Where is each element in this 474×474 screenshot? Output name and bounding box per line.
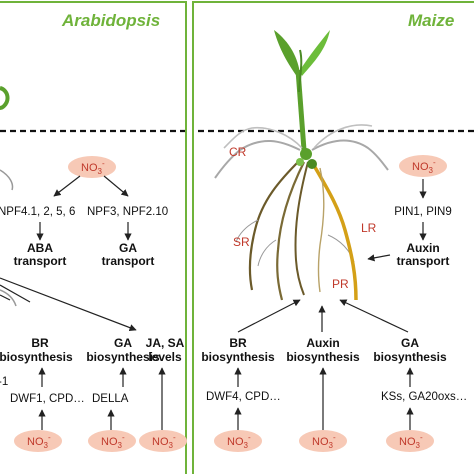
svg-text:NO3-: NO3- [399,433,423,450]
ga-label-arabidopsis: GA [114,336,132,350]
svg-text:NO3-: NO3- [27,433,51,450]
svg-text:NO3-: NO3- [101,433,125,450]
svg-text:NO3-: NO3- [81,159,105,176]
ga-biosynthesis-arabidopsis: biosynthesis [86,350,160,364]
maize-ks-genes: KSs, GA20oxs… [381,391,467,403]
nitrate-badge-arabidopsis-2: NO3- [88,430,136,452]
maize-crown-root-label: CR [229,145,247,159]
svg-text:NO3-: NO3- [227,433,251,450]
maize-auxin-bio-label: Auxin [306,336,339,350]
nitrate-badge-arabidopsis-3: NO3- [139,430,187,452]
nitrate-badge-maize-2: NO3- [299,430,347,452]
nitrate-badge-maize-top: NO3- [399,155,447,177]
della-gene: DELLA [92,393,129,405]
maize-seminal-root-label: SR [233,235,250,249]
maize-title: Maize [408,11,454,30]
ja-sa-label: JA, SA [146,336,185,350]
br-biosynthesis-arabidopsis: biosynthesis [0,350,73,364]
nitrate-badge-arabidopsis-top: NO3- [68,156,116,178]
aba-transport-label: transport [14,254,67,268]
maize-primary-root-label: PR [332,277,349,291]
dwf1-genes: DWF1, CPD… [10,393,85,405]
arabidopsis-npf4-genes: NPF4.1, 2, 5, 6 [0,206,75,218]
edge-fragment-text: -1 [0,376,8,388]
maize-dwf4-genes: DWF4, CPD… [206,391,281,403]
arabidopsis-root-fragment [0,169,14,191]
nitrate-badge-maize-1: NO3- [214,430,262,452]
svg-text:NO3-: NO3- [152,433,176,450]
arabidopsis-leaf-fragment [0,86,10,110]
nitrate-badge-arabidopsis-1: NO3- [14,430,62,452]
maize-lateral-root-label: LR [361,221,377,235]
maize-br-biosynthesis-label: biosynthesis [201,350,275,364]
aba-label: ABA [27,241,53,255]
maize-br-label: BR [229,336,247,350]
maize-auxin-biosynthesis-label: biosynthesis [286,350,360,364]
maize-root-system [214,124,389,301]
maize-panel [192,1,474,474]
arabidopsis-root-fragment-2 [0,289,17,307]
ga-label: GA [119,241,137,255]
maize-pin-genes: PIN1, PIN9 [394,206,452,218]
br-label-arabidopsis: BR [31,336,49,350]
ga-transport-label: transport [102,254,155,268]
maize-auxin-transport-label: transport [397,254,450,268]
svg-text:NO3-: NO3- [412,158,436,175]
nitrate-badge-maize-3: NO3- [386,430,434,452]
svg-text:NO3-: NO3- [312,433,336,450]
arabidopsis-title: Arabidopsis [61,11,160,30]
maize-auxin-label: Auxin [406,241,439,255]
maize-ga-label: GA [401,336,419,350]
arabidopsis-panel [0,1,187,474]
maize-ga-biosynthesis-label: biosynthesis [373,350,447,364]
maize-seedling-icon [274,30,330,151]
ja-sa-levels-label: levels [148,350,182,364]
arabidopsis-npf3-genes: NPF3, NPF2.10 [87,206,168,218]
